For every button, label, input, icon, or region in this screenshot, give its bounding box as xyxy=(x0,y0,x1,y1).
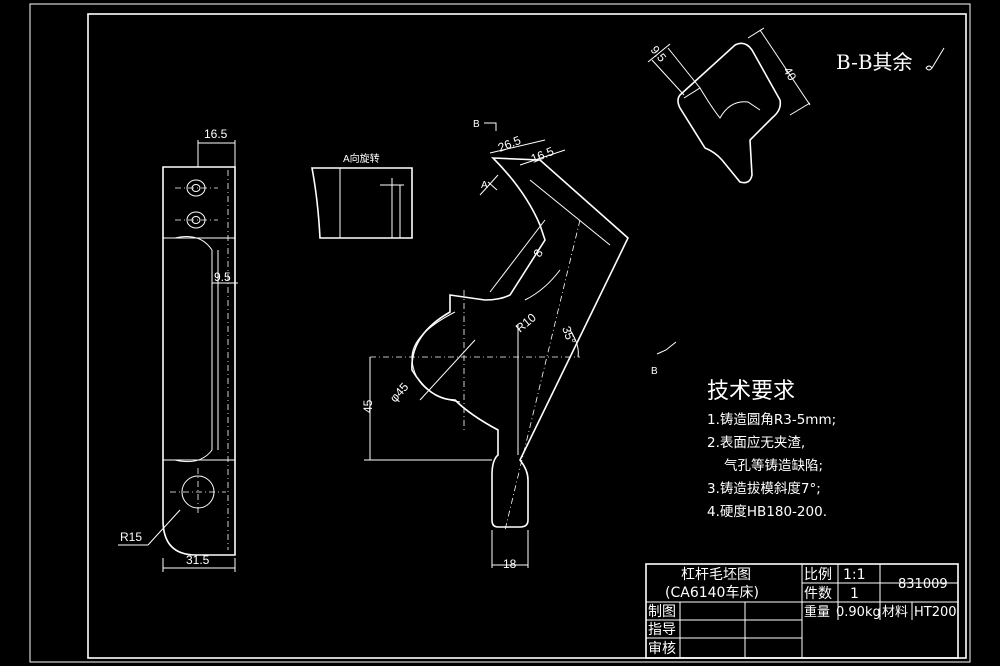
title-block xyxy=(645,563,959,659)
rotated-view-a xyxy=(311,167,413,239)
roughness-symbol-icon xyxy=(925,47,945,71)
dim-section-40: 40 xyxy=(780,65,799,84)
tech-req-item-1: 1.铸造圆角R3-5mm; xyxy=(707,412,836,428)
cut-a-marker xyxy=(487,181,498,191)
section-title: B-B其余 xyxy=(836,50,913,74)
title-block-name: 杠杆毛坯图 xyxy=(681,567,751,583)
label-rotated-view: A向旋转 xyxy=(343,152,380,165)
dim-section-9-5: 9.5 xyxy=(648,43,670,65)
title-block-scale-label: 比例 xyxy=(804,567,832,583)
label-cut-b-top: B xyxy=(473,119,480,130)
outer-border xyxy=(29,3,971,663)
tech-req-item-2: 2.表面应无夹渣, xyxy=(707,434,805,451)
main-view xyxy=(364,139,629,568)
tech-requirements-title: 技术要求 xyxy=(707,379,795,404)
dim-main-dia: φ45 xyxy=(387,380,412,405)
cut-b-bottom-marker xyxy=(656,341,677,355)
title-block-drawing-no: 831009 xyxy=(898,577,948,592)
dim-main-height: 45 xyxy=(361,399,375,413)
label-cut-a: A xyxy=(481,180,488,191)
dim-side-slot: 9.5 xyxy=(214,270,231,284)
title-block-guide-label: 指导 xyxy=(648,622,676,638)
title-block-machine: (CA6140车床) xyxy=(665,584,759,601)
cut-b-top-marker xyxy=(484,122,497,131)
tech-req-item-3: 气孔等铸造缺陷; xyxy=(724,457,823,474)
title-block-scale-value: 1:1 xyxy=(843,567,866,583)
title-block-drawn-label: 制图 xyxy=(648,604,676,620)
inner-border xyxy=(87,13,967,659)
dim-side-radius: R15 xyxy=(120,530,142,544)
side-view xyxy=(118,140,238,572)
dim-main-base: 18 xyxy=(503,557,517,571)
dim-main-26-5: 26.5 xyxy=(496,133,523,155)
dim-main-r10: R10 xyxy=(513,310,539,335)
title-block-weight-value: 0.90kg xyxy=(836,605,881,620)
title-block-weight-label: 重量 xyxy=(804,604,830,620)
title-block-count-value: 1 xyxy=(850,586,859,602)
title-block-review-label: 审核 xyxy=(648,641,676,657)
dim-main-8: 8 xyxy=(530,246,546,259)
title-block-count-label: 件数 xyxy=(804,586,832,602)
tech-req-item-5: 4.硬度HB180-200. xyxy=(707,504,827,520)
dim-side-top-width: 16.5 xyxy=(204,127,228,141)
section-b-b xyxy=(647,27,811,184)
dim-side-bottom-width: 31.5 xyxy=(186,553,210,567)
title-block-material-label: 材料 xyxy=(882,605,908,620)
tech-req-item-4: 3.铸造拔模斜度7°; xyxy=(707,481,821,497)
label-cut-b-bottom: B xyxy=(651,366,658,377)
dim-main-angle: 35° xyxy=(559,324,578,346)
title-block-material-value: HT200 xyxy=(914,605,957,620)
